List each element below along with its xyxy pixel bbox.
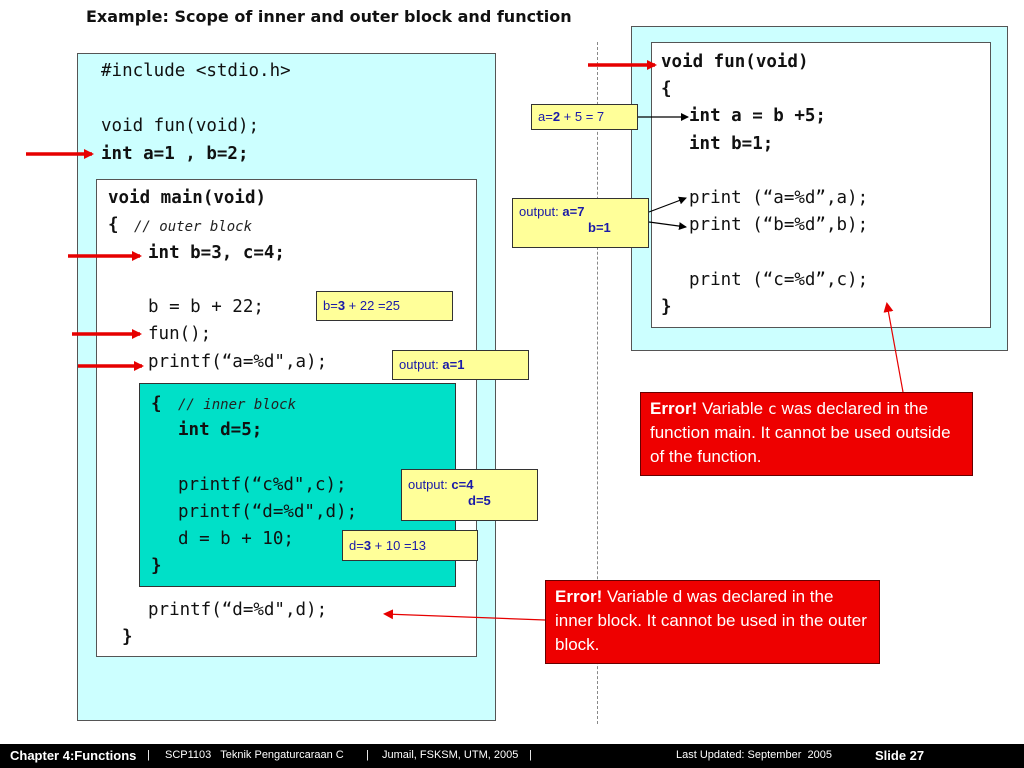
fun-decl-a: int a = b +5; [689,106,826,126]
inner-brace-open: { [151,394,162,414]
footer-sep-3: | [529,749,532,761]
code-global-decl: int a=1 , b=2; [101,144,249,164]
footer-sep-2: | [366,749,369,761]
footer-chapter: Chapter 4:Functions [10,748,137,763]
fun-print-c: print (“c=%d”,c); [689,270,869,290]
inner-print-d: printf(“d=%d",d); [178,502,358,522]
main-print-d: printf(“d=%d",d); [148,600,328,620]
error-main-variable-d: Error! Variable d was declared in the in… [545,580,880,664]
fun-brace-close: } [661,297,672,317]
code-include: #include <stdio.h> [101,61,291,81]
note-main-output: output: a=1 [392,350,529,380]
section-divider [597,42,598,724]
footer-updated: Last Updated: September 2005 [676,749,832,761]
inner-print-c: printf(“c%d",c); [178,475,347,495]
error-fun-variable-c: Error! Variable c was declared in the fu… [640,392,973,476]
main-decl: int b=3, c=4; [148,243,285,263]
footer-author: Jumail, FSKSM, UTM, 2005 [382,749,519,761]
note-inner-d-calc: d=3 + 10 =13 [342,530,478,561]
fun-header: void fun(void) [661,52,809,72]
arrow-error-c [883,302,904,393]
arrow-error-d [383,609,546,621]
main-print-a: printf(“a=%d",a); [148,352,328,372]
main-assign: b = b + 22; [148,297,264,317]
note-main-b-calc: b=3 + 22 =25 [316,291,453,321]
outer-block-comment: // outer block [134,219,253,235]
fun-decl-b: int b=1; [689,134,774,154]
inner-assign: d = b + 10; [178,529,294,549]
inner-brace-close: } [151,556,162,576]
code-prototype: void fun(void); [101,116,260,136]
footer-course: SCP1103 Teknik Pengaturcaraan C [165,749,344,761]
note-fun-output: output: a=7 b=1 [512,198,649,248]
fun-brace-open: { [661,79,672,99]
main-brace-open: { [108,215,119,235]
main-fun-call: fun(); [148,324,212,344]
main-header: void main(void) [108,188,267,208]
inner-block-comment: // inner block [178,397,297,413]
footer-sep-1: | [147,749,150,761]
note-fun-a-calc: a=2 + 5 = 7 [531,104,638,130]
arrow-note-out-a [648,196,687,213]
fun-print-a: print (“a=%d”,a); [689,188,869,208]
slide-title: Example: Scope of inner and outer block … [86,7,572,26]
main-brace-close: } [122,627,133,647]
arrow-note-out-b [648,221,687,231]
note-inner-output: output: c=4 d=5 [401,469,538,521]
fun-print-b: print (“b=%d”,b); [689,215,869,235]
inner-decl: int d=5; [178,420,263,440]
slide-footer: Chapter 4:Functions | SCP1103 Teknik Pen… [0,744,1024,768]
footer-slide-number: Slide 27 [875,748,925,763]
fun-block [651,42,991,328]
